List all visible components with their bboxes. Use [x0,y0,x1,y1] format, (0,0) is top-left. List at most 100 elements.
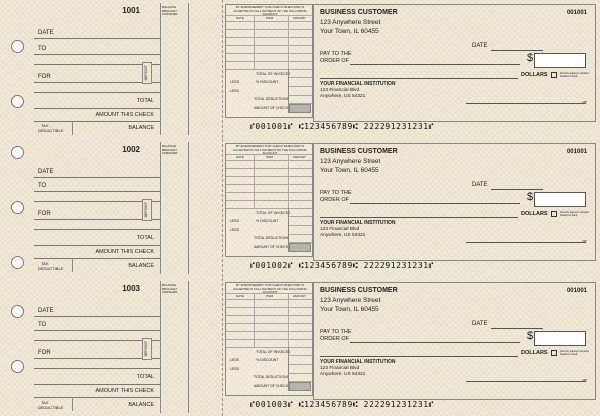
date-label: DATE [472,182,488,188]
discount-label: % DISCOUNT [256,219,279,223]
business-name: BUSINESS CUSTOMER [320,9,398,16]
stub-line [34,368,160,369]
padlock-icon [551,350,557,356]
stub-date-label: DATE [38,30,54,36]
total-deductions-label: TOTAL DEDUCTIONS [254,236,289,240]
stub-line [34,384,160,385]
security-note: Security features included. Details on b… [560,350,590,356]
dollar-sign: $ [527,330,534,342]
stub-for-line [34,358,160,359]
business-street: 123 Anywhere Street [320,19,381,26]
stub-to-line [34,330,160,331]
dollars-label: DOLLARS [521,211,548,217]
ledger-header: BY ENDORSEMENT THIS CHECK WHEN PAID IS A… [233,144,307,155]
amount-box[interactable] [534,192,586,207]
tax-divider [72,121,73,135]
total-deductions-label: TOTAL DEDUCTIONS [254,97,289,101]
payee-line[interactable] [350,203,520,204]
signature-line[interactable] [466,381,586,382]
deposit-box: DEPOSIT [142,62,152,84]
amount-this-check-label: AMOUNT THIS CHECK [95,388,154,394]
total-invoices-label: TOTAL OF INVOICES [256,211,291,215]
padlock-icon [551,211,557,217]
mp-label: MP [582,100,588,104]
strip-line [188,142,189,274]
dollars-label: DOLLARS [521,350,548,356]
binder-hole [11,256,24,269]
business-city: Your Town, IL 60455 [320,28,379,35]
tax-label: TAX [41,261,49,266]
stub-for-label: FOR [38,350,51,356]
binder-hole [11,305,24,318]
tax-divider [72,258,73,272]
micr-line: ⑈001002⑈ ⑆123456789⑆ 222291231231⑈ [250,261,435,270]
check-number: 001001 [566,288,587,294]
stub-line [34,108,160,109]
deposit-box: DEPOSIT [142,199,152,221]
stub-line [34,397,160,398]
discount-label: % DISCOUNT [256,358,279,362]
less-label: LESS [230,80,239,84]
deductible-label: DEDUCTIBLE [38,405,64,410]
stub: 1001 DATE TO FOR DEPOSIT TOTAL AMOUNT TH… [34,0,160,138]
less-label: LESS [230,367,239,371]
micr-line: ⑈001001⑈ ⑆123456789⑆ 222291231231⑈ [250,122,435,131]
security-note: Security features included. Details on b… [560,211,590,217]
ledger-col-amount: AMOUNT [293,16,306,20]
binder-hole [11,95,24,108]
ledger-col-date: DATE [236,294,244,298]
amount-of-check-label: AMOUNT OF CHECK [254,106,289,110]
perforation [222,139,223,277]
balance-forward-strip: BALANCE BROUGHT FORWARD [160,3,189,135]
signature-line[interactable] [466,242,586,243]
balance-label: BALANCE [128,263,154,269]
stub-number: 1003 [122,284,140,293]
date-line[interactable] [491,189,543,190]
stub-to-label: TO [38,322,47,328]
dollar-sign: $ [527,52,534,64]
stub-line [34,92,160,93]
total-label: TOTAL [136,235,154,241]
stub-for-label: FOR [38,74,51,80]
ledger-col-amount: AMOUNT [293,294,306,298]
written-amount-line[interactable] [320,78,518,79]
amount-box[interactable] [534,53,586,68]
less-label: LESS [230,89,239,93]
business-name: BUSINESS CUSTOMER [320,287,398,294]
mp-label: MP [582,239,588,243]
stub-number: 1002 [122,145,140,154]
stub-date-line [34,177,160,178]
check-number: 001001 [566,149,587,155]
stub-date-line [34,38,160,39]
padlock-icon [551,72,557,78]
ledger-header: BY ENDORSEMENT THIS CHECK WHEN PAID IS A… [233,5,307,16]
stub-to-label: TO [38,183,47,189]
total-invoices-label: TOTAL OF INVOICES [256,72,291,76]
tax-label: TAX [41,400,49,405]
ledger-col-item: ITEM [266,294,274,298]
amount-box[interactable] [534,331,586,346]
stub-for-line [34,82,160,83]
strip-line [160,3,161,135]
payee-line[interactable] [350,64,520,65]
written-amount-line[interactable] [320,356,518,357]
balance-label: BALANCE [128,125,154,131]
stub-to-label: TO [38,46,47,52]
written-amount-line[interactable] [320,217,518,218]
date-line[interactable] [491,50,543,51]
binder-hole [11,201,24,214]
ledger-header: BY ENDORSEMENT THIS CHECK WHEN PAID IS A… [233,283,307,294]
perforation [222,278,223,416]
amount-this-check-label: AMOUNT THIS CHECK [95,112,154,118]
deductible-label: DEDUCTIBLE [38,266,64,271]
payee-line[interactable] [350,342,520,343]
date-line[interactable] [491,328,543,329]
mp-label: MP [582,378,588,382]
signature-line[interactable] [466,103,586,104]
security-note: Security features included. Details on b… [560,72,590,78]
dollar-sign: $ [527,191,534,203]
less-label: LESS [230,358,239,362]
stub-date-label: DATE [38,308,54,314]
